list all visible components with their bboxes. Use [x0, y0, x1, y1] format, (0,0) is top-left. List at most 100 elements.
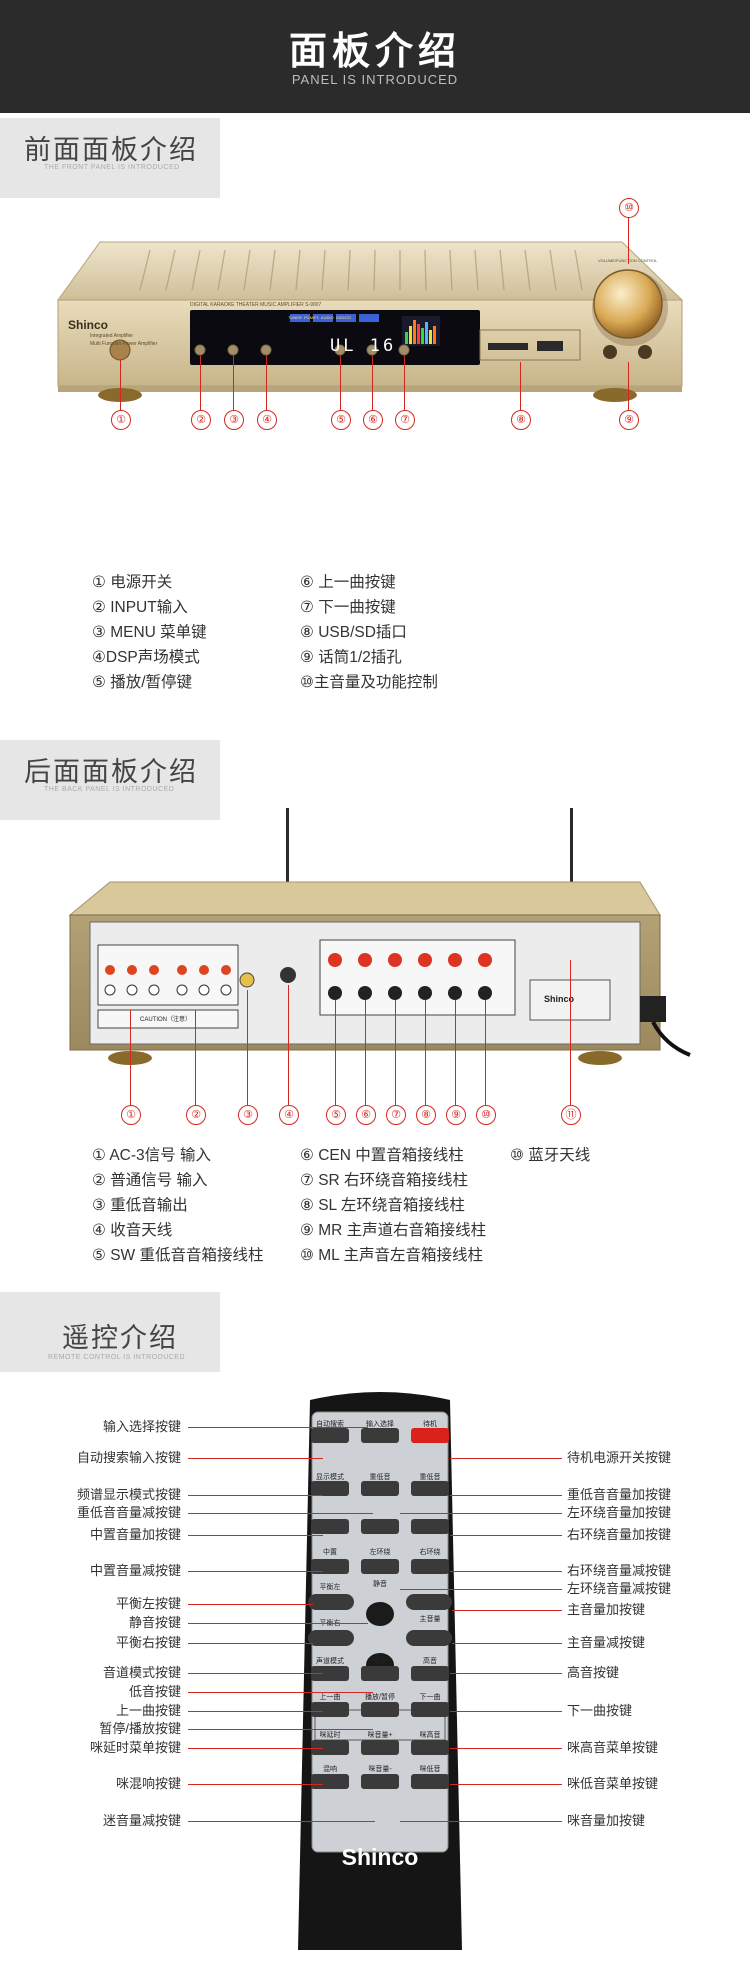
remote-label-right: 咪音量加按键 [567, 1813, 646, 1828]
back-callout-6: ⑥ [356, 1105, 376, 1125]
front-list-left: ① 电源开关 ② INPUT输入 ③ MENU 菜单键 ④DSP声场模式 ⑤ 播… [92, 570, 207, 695]
subwoofer-down-key[interactable] [361, 1481, 399, 1496]
remote-label-right: 右环绕音量减按键 [567, 1563, 672, 1578]
front-list-item: ⑩主音量及功能控制 [300, 674, 438, 691]
btn-label: 自动搜索 [316, 1421, 344, 1428]
btn-label: 平衡左 [319, 1584, 341, 1591]
remote-label-left: 频谱显示模式按键 [76, 1487, 181, 1502]
bass-key[interactable] [361, 1666, 399, 1681]
mic-delay-key[interactable] [311, 1740, 349, 1755]
back-list-col1: ① AC-3信号 输入 ② 普通信号 输入 ③ 重低音输出 ④ 收音天线 ⑤ S… [92, 1143, 263, 1268]
next-track-key[interactable] [411, 1702, 449, 1717]
remote-leader [188, 1623, 368, 1625]
remote-leader [452, 1610, 562, 1612]
back-panel-illustration [68, 808, 691, 1065]
callout-leader [120, 360, 122, 410]
btn-label: 右环绕 [419, 1549, 441, 1556]
remote-leader [452, 1643, 562, 1645]
btn-label: 输入选择 [366, 1421, 394, 1428]
remote-label-left: 重低音音量减按键 [76, 1505, 181, 1520]
callout-leader [628, 362, 630, 410]
remote-label-left: 低音按键 [128, 1684, 181, 1699]
mute-key[interactable] [366, 1602, 394, 1626]
left-surround-up-key[interactable] [361, 1519, 399, 1534]
reverb-key[interactable] [311, 1774, 349, 1789]
front-knob-label: VOLUME/FUNCTION CONTROL [598, 258, 658, 263]
remote-leader [188, 1604, 313, 1606]
back-section-header [0, 740, 220, 820]
front-callout-2: ② [191, 410, 211, 430]
remote-label-left: 平衡右按键 [115, 1635, 181, 1650]
mic-bass-key[interactable] [411, 1774, 449, 1789]
remote-label-right: 下一曲按键 [567, 1703, 633, 1718]
remote-label-left: 平衡左按键 [115, 1596, 181, 1611]
remote-label-left: 咪混响按键 [115, 1776, 181, 1791]
treble-key[interactable] [411, 1666, 449, 1681]
center-down-key[interactable] [311, 1559, 349, 1574]
master-volume-down-key[interactable] [406, 1630, 452, 1646]
front-model-text: DIGITAL KARAOKE THEATER MUSIC AMPLIFIER … [190, 302, 322, 308]
front-display-text: UL 16 [330, 336, 397, 356]
master-volume-up-key[interactable] [406, 1594, 452, 1610]
front-display-tags: TUNER PCM/F1 AUDIO DVD/CD [288, 315, 352, 320]
balance-left-key[interactable] [308, 1594, 354, 1610]
top-banner [0, 0, 750, 113]
back-brand: Shinco [544, 994, 575, 1004]
play-pause-key[interactable] [361, 1702, 399, 1717]
front-list-item: ⑤ 播放/暂停键 [92, 674, 193, 691]
mic-volume-down-key[interactable] [361, 1774, 399, 1789]
front-list-item: ⑦ 下一曲按键 [300, 599, 396, 616]
remote-leader [188, 1458, 323, 1460]
input-select-key[interactable] [361, 1428, 399, 1443]
remote-leader [400, 1513, 562, 1515]
btn-label: 重低音 [419, 1474, 441, 1481]
prev-track-key[interactable] [311, 1702, 349, 1717]
front-list-item: ② INPUT输入 [92, 599, 188, 616]
channel-mode-key[interactable] [311, 1666, 349, 1681]
front-section-header [0, 118, 220, 198]
btn-label: 声道模式 [316, 1658, 344, 1665]
back-callout-8: ⑧ [416, 1105, 436, 1125]
standby-key[interactable] [411, 1428, 449, 1443]
remote-label-left: 音道模式按键 [102, 1665, 181, 1680]
btn-label: 重低音 [369, 1474, 391, 1481]
btn-label: 主音量 [419, 1616, 441, 1623]
mic-treble-key[interactable] [411, 1740, 449, 1755]
front-list-item: ① 电源开关 [92, 574, 173, 591]
btn-label: 上一曲 [319, 1694, 341, 1701]
back-callout-5: ⑤ [326, 1105, 346, 1125]
back-list-item: ⑦ SR 右环绕音箱接线柱 [300, 1172, 469, 1189]
remote-leader [188, 1821, 375, 1823]
right-surround-down-key[interactable] [411, 1559, 449, 1574]
remote-label-left: 自动搜索输入按键 [76, 1450, 181, 1465]
callout-leader [195, 1010, 197, 1105]
back-list-item: ④ 收音天线 [92, 1222, 173, 1239]
right-surround-up-key[interactable] [411, 1519, 449, 1534]
callout-leader [455, 1000, 457, 1105]
back-list-col2: ⑥ CEN 中置音箱接线柱 ⑦ SR 右环绕音箱接线柱 ⑧ SL 左环绕音箱接线… [300, 1143, 486, 1268]
back-callout-11: ⑪ [561, 1105, 581, 1125]
center-up-key[interactable] [311, 1519, 349, 1534]
remote-leader [188, 1748, 323, 1750]
remote-leader [188, 1692, 373, 1694]
remote-leader [450, 1571, 562, 1573]
display-mode-key[interactable] [311, 1481, 349, 1496]
btn-label: 咪音量+ [367, 1732, 393, 1739]
subwoofer-up-key[interactable] [411, 1481, 449, 1496]
front-list-item: ④DSP声场模式 [92, 649, 200, 666]
auto-search-key[interactable] [311, 1428, 349, 1443]
remote-label-right: 高音按键 [567, 1665, 620, 1680]
mic-volume-up-key[interactable] [361, 1740, 399, 1755]
remote-leader [188, 1513, 373, 1515]
back-callout-4: ④ [279, 1105, 299, 1125]
front-callout-10: ⑩ [619, 198, 639, 218]
left-surround-down-key[interactable] [361, 1559, 399, 1574]
back-callout-1: ① [121, 1105, 141, 1125]
front-brand: Shinco [68, 318, 109, 332]
remote-label-right: 待机电源开关按键 [567, 1450, 672, 1465]
remote-label-right: 重低音音量加按键 [567, 1487, 672, 1502]
balance-right-key[interactable] [308, 1630, 354, 1646]
remote-leader [188, 1784, 323, 1786]
callout-leader [485, 1000, 487, 1105]
btn-label: 混响 [323, 1766, 337, 1773]
